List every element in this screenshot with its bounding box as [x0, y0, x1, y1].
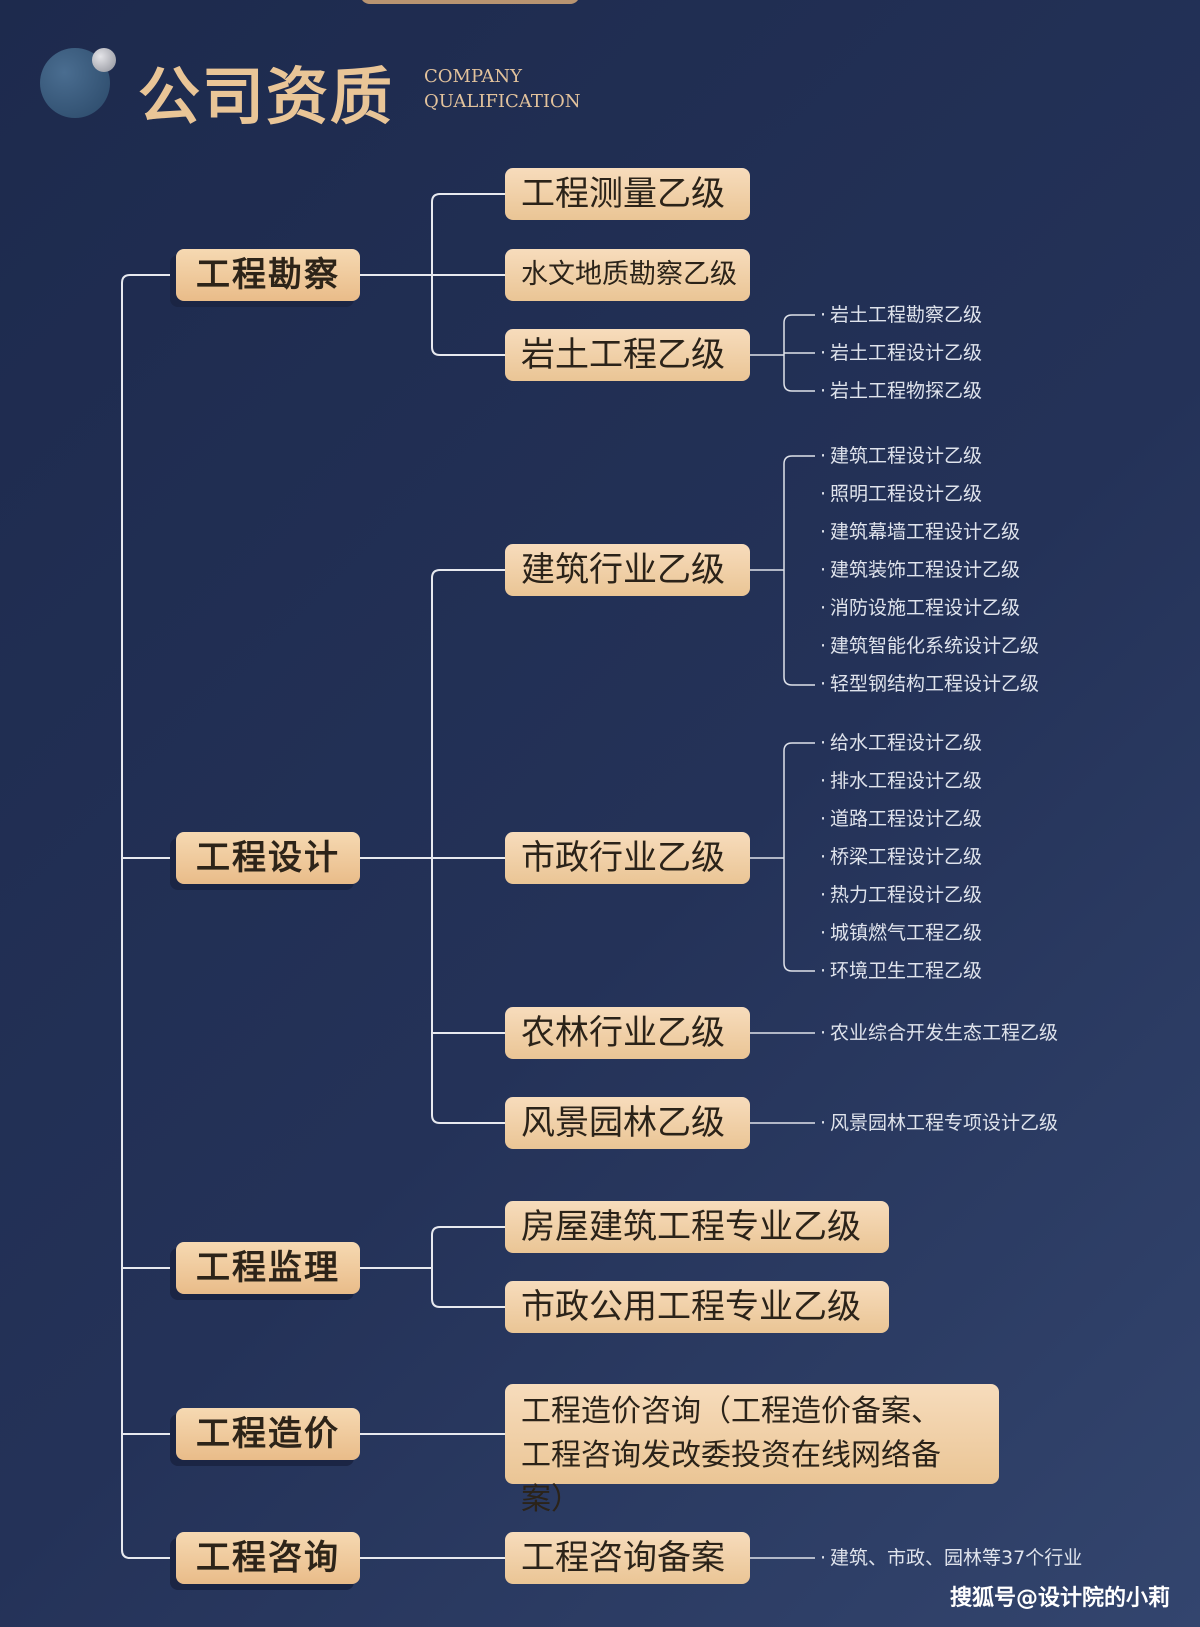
detail-item: 风景园林工程专项设计乙级	[820, 1110, 1058, 1136]
category-cost: 工程造价	[176, 1408, 360, 1460]
category-consulting: 工程咨询	[176, 1532, 360, 1584]
detail-item: 道路工程设计乙级	[820, 806, 982, 832]
detail-item: 消防设施工程设计乙级	[820, 595, 1020, 621]
category-design: 工程设计	[176, 832, 360, 884]
item-municipal: 市政行业乙级	[505, 832, 750, 884]
detail-item: 照明工程设计乙级	[820, 481, 982, 507]
geotech-details	[750, 314, 815, 392]
detail-item: 城镇燃气工程乙级	[820, 920, 982, 946]
item-consulting-filing: 工程咨询备案	[505, 1532, 750, 1584]
detail-item: 建筑工程设计乙级	[820, 443, 982, 469]
item-housing-supervision: 房屋建筑工程专业乙级	[505, 1201, 889, 1253]
watermark-text: 搜狐号@设计院的小莉	[949, 1586, 1170, 1611]
detail-item: 岩土工程勘察乙级	[820, 302, 982, 328]
detail-item: 建筑、市政、园林等37个行业	[820, 1545, 1082, 1571]
main-spine	[121, 274, 176, 1559]
item-cost-consulting: 工程造价咨询（工程造价备案、 工程咨询发改委投资在线网络备案）	[505, 1384, 999, 1517]
category-survey: 工程勘察	[176, 249, 360, 301]
detail-item: 排水工程设计乙级	[820, 768, 982, 794]
item-architecture: 建筑行业乙级	[505, 544, 750, 596]
detail-item: 建筑幕墙工程设计乙级	[820, 519, 1020, 545]
municipal-details	[750, 742, 815, 972]
item-hydrogeology: 水文地质勘察乙级	[505, 249, 750, 301]
detail-item: 岩土工程设计乙级	[820, 340, 982, 366]
page-title: 公司资质	[138, 60, 395, 133]
detail-item: 轻型钢结构工程设计乙级	[820, 671, 1039, 697]
cost-line-2: 工程咨询发改委投资在线网络备案）	[521, 1438, 941, 1517]
page-subtitle: COMPANY QUALIFICATION	[424, 64, 580, 114]
architecture-details	[750, 455, 815, 686]
detail-item: 建筑装饰工程设计乙级	[820, 557, 1020, 583]
item-agriculture: 农林行业乙级	[505, 1007, 750, 1059]
item-landscape: 风景园林乙级	[505, 1097, 750, 1149]
item-surveying: 工程测量乙级	[505, 168, 750, 220]
detail-item: 热力工程设计乙级	[820, 882, 982, 908]
detail-item: 环境卫生工程乙级	[820, 958, 982, 984]
item-municipal-supervision: 市政公用工程专业乙级	[505, 1281, 889, 1333]
item-geotechnical: 岩土工程乙级	[505, 329, 750, 381]
cost-line-1: 工程造价咨询（工程造价备案、	[521, 1394, 941, 1429]
survey-branch	[360, 193, 505, 356]
top-decoration-arc	[360, 0, 580, 4]
subtitle-line-1: COMPANY	[424, 66, 523, 87]
detail-item: 桥梁工程设计乙级	[820, 844, 982, 870]
detail-item: 给水工程设计乙级	[820, 730, 982, 756]
category-supervision: 工程监理	[176, 1242, 360, 1294]
detail-item: 农业综合开发生态工程乙级	[820, 1020, 1058, 1046]
detail-item: 岩土工程物探乙级	[820, 378, 982, 404]
design-branch	[360, 569, 505, 1124]
subtitle-line-2: QUALIFICATION	[424, 91, 581, 112]
logo-dot-icon	[92, 48, 116, 72]
supervision-branch	[360, 1226, 505, 1308]
detail-item: 建筑智能化系统设计乙级	[820, 633, 1039, 659]
